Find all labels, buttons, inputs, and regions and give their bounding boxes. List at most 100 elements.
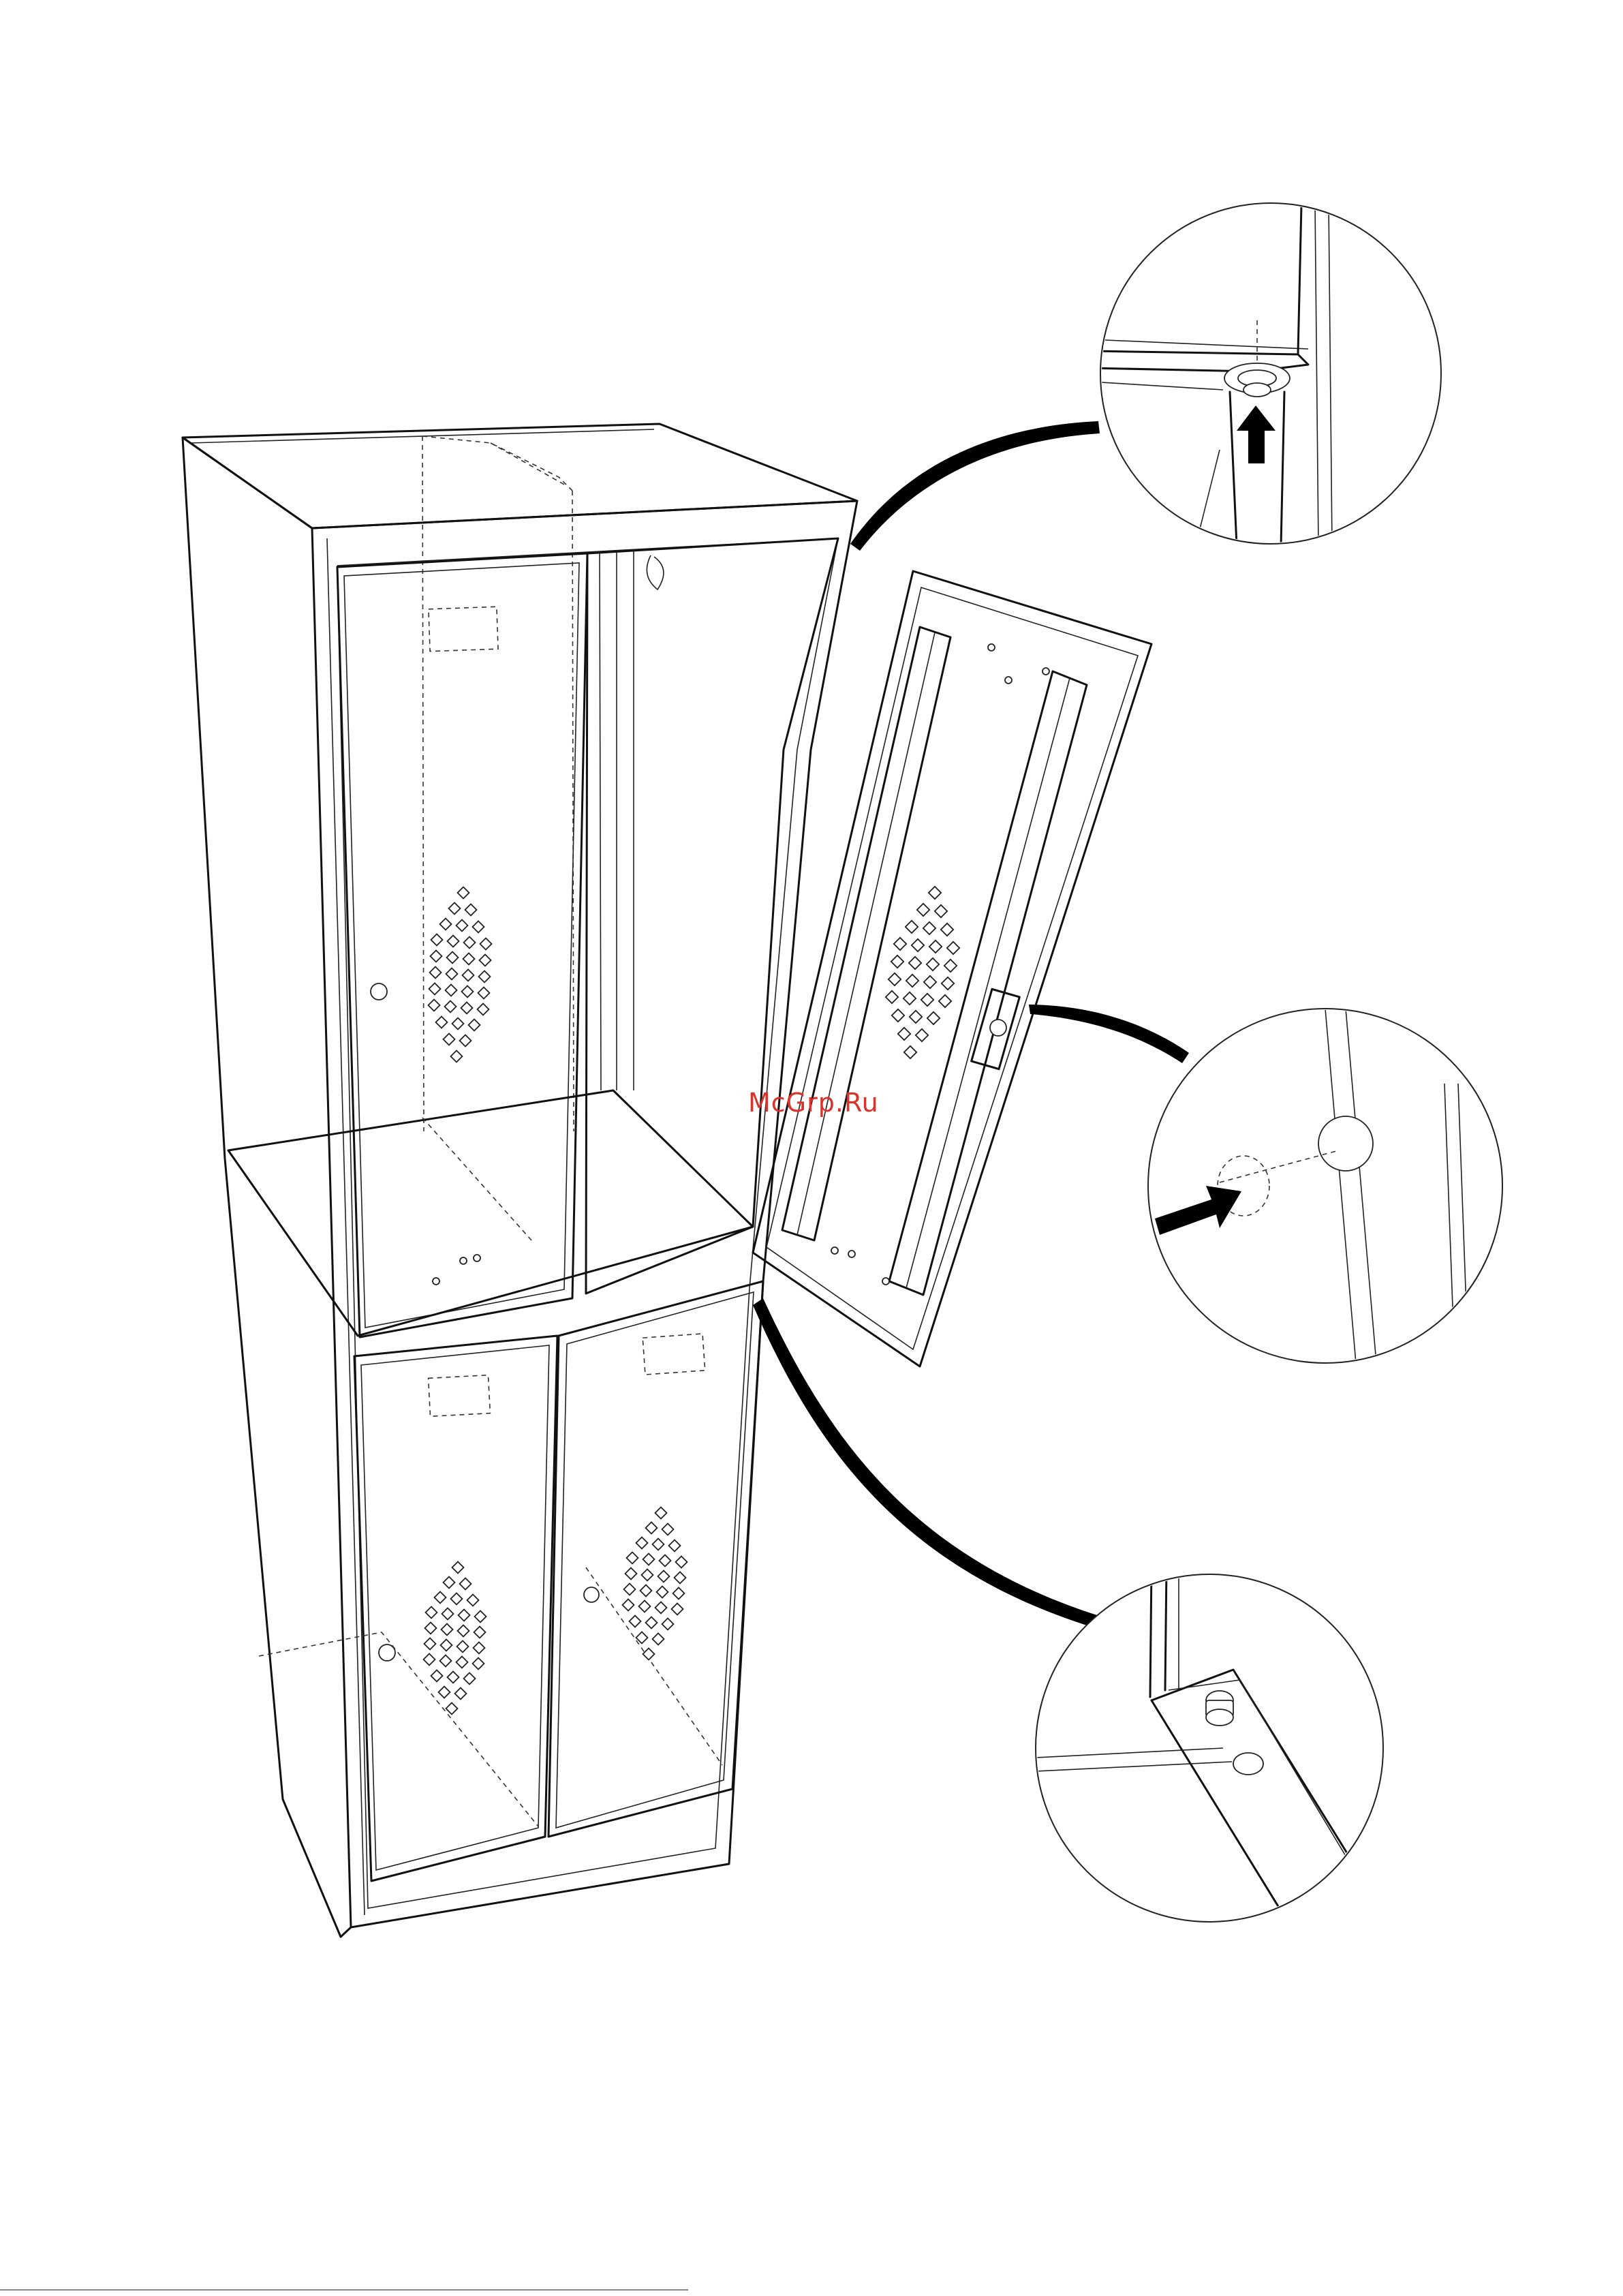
vent-hole: [473, 921, 484, 933]
vent-hole: [935, 905, 947, 917]
vent-hole: [439, 1687, 450, 1698]
vent-hole: [643, 1554, 655, 1565]
vent-hole: [672, 1604, 683, 1615]
vent-hole: [448, 1672, 459, 1683]
vent-hole: [457, 920, 468, 932]
vent-hole: [431, 951, 442, 962]
vent-hole: [446, 985, 457, 996]
vent-pattern-lower-right: [623, 1507, 687, 1660]
vent-hole: [440, 919, 452, 930]
vent-hole: [469, 1020, 480, 1031]
vent-hole: [927, 958, 939, 970]
vent-hole: [903, 992, 916, 1005]
upper-right-compartment: [586, 538, 838, 1294]
vent-hole: [463, 970, 474, 981]
vent-hole: [442, 1608, 454, 1620]
vent-hole: [625, 1568, 637, 1580]
detail-door-pin: [1148, 1009, 1502, 1363]
vent-pattern-open-door: [886, 887, 959, 1058]
vent-hole: [452, 1018, 464, 1030]
vent-hole: [436, 1017, 448, 1028]
vent-hole: [642, 1570, 653, 1581]
lower-right-door: [548, 1281, 763, 1837]
vent-hole: [921, 994, 933, 1006]
vent-hole: [640, 1585, 652, 1597]
vent-hole: [916, 1029, 928, 1041]
vent-hole: [909, 957, 921, 969]
vent-hole: [429, 983, 441, 995]
vent-hole: [448, 936, 459, 947]
vent-hole: [444, 1577, 455, 1589]
vent-hole: [451, 1593, 463, 1605]
vent-hole: [662, 1524, 674, 1535]
vent-hole: [929, 887, 941, 899]
vent-hole: [939, 995, 951, 1007]
vent-hole: [480, 955, 491, 966]
vent-hole: [455, 1688, 467, 1700]
vent-hole: [892, 1009, 904, 1022]
vent-hole: [624, 1584, 636, 1595]
locker-cabinet: [183, 424, 857, 1937]
vent-hole: [431, 934, 443, 946]
vent-hole: [430, 967, 442, 979]
vent-hole: [675, 1572, 686, 1584]
vent-hole: [646, 1522, 658, 1534]
vent-hole: [457, 1657, 468, 1668]
vent-hole: [898, 1028, 910, 1040]
vent-pattern-upper-left: [429, 887, 492, 1062]
vent-hole: [458, 1625, 469, 1637]
vent-hole: [480, 938, 492, 950]
vent-hole: [452, 1562, 464, 1574]
vent-hole: [676, 1557, 687, 1568]
vent-hole: [924, 976, 936, 988]
vent-hole: [655, 1507, 667, 1519]
vent-hole: [669, 1540, 681, 1552]
vent-hole: [912, 939, 924, 951]
vent-hole: [446, 1703, 458, 1715]
vent-hole: [904, 1046, 916, 1058]
vent-hole: [479, 971, 491, 983]
vent-hole: [923, 922, 936, 934]
vent-hole: [942, 977, 954, 990]
vent-hole: [462, 986, 474, 998]
vent-hole: [653, 1634, 664, 1645]
vent-hole: [623, 1599, 634, 1611]
vent-hole: [467, 1595, 479, 1606]
vent-hole: [431, 1670, 443, 1682]
vent-hole: [464, 937, 476, 949]
vent-hole: [888, 973, 901, 985]
vent-hole: [457, 1641, 469, 1653]
leader-line-top: [850, 421, 1100, 551]
leader-line-middle: [1029, 1005, 1189, 1063]
vent-hole: [451, 1051, 463, 1062]
vent-hole: [446, 968, 458, 980]
vent-hole: [636, 1537, 648, 1549]
vent-hole: [465, 904, 477, 916]
cabinet-top: [183, 424, 857, 528]
vent-hole: [474, 1642, 485, 1654]
vent-hole: [460, 1578, 472, 1590]
cabinet-left-side: [183, 438, 351, 1937]
vent-hole: [464, 1673, 476, 1685]
vent-hole: [886, 991, 898, 1003]
vent-hole: [444, 1034, 455, 1045]
vent-hole: [906, 975, 918, 987]
vent-hole: [660, 1555, 671, 1567]
vent-hole: [460, 1035, 472, 1047]
vent-pattern-lower-left: [424, 1562, 486, 1715]
middle-shelf: [228, 1090, 753, 1336]
vent-hole: [449, 903, 461, 915]
vent-hole: [941, 923, 953, 936]
vent-hole: [426, 1607, 437, 1619]
vent-hole: [424, 1654, 435, 1666]
vent-hole: [435, 1592, 446, 1604]
vent-hole: [475, 1611, 486, 1623]
vent-hole: [646, 1617, 658, 1629]
vent-hole: [473, 1658, 484, 1670]
vent-hole: [929, 940, 942, 953]
vent-hole: [944, 960, 957, 972]
vent-hole: [474, 1627, 486, 1638]
detail-top-hinge: [1090, 203, 1441, 545]
vent-hole: [458, 887, 469, 899]
upper-left-door: [337, 553, 587, 1337]
